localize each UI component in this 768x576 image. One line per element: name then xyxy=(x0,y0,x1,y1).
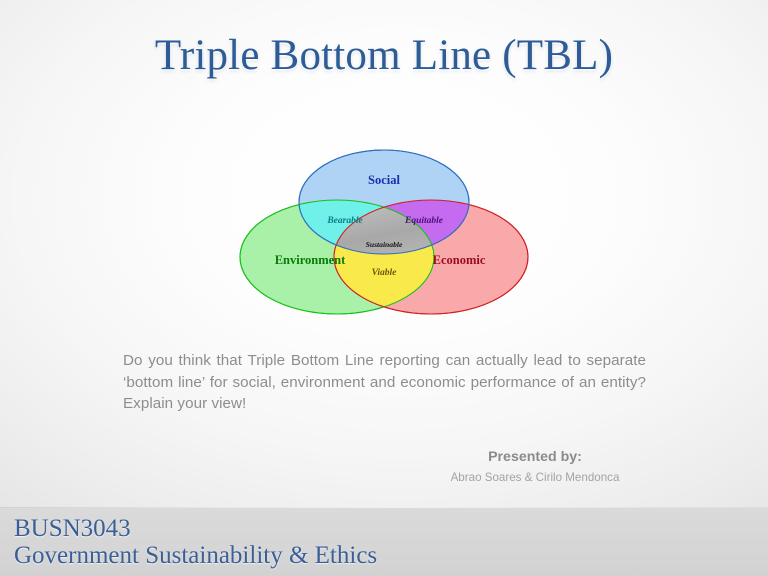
venn-label-environment: Environment xyxy=(275,253,346,267)
venn-label-sustainable: Sustainable xyxy=(366,240,403,249)
presenter-names: Abrao Soares & Cirilo Mendonca xyxy=(450,471,620,484)
footer-divider xyxy=(0,507,768,508)
page-title: Triple Bottom Line (TBL) xyxy=(154,32,614,79)
presented-by-block: Presented by: Abrao Soares & Cirilo Mend… xyxy=(320,448,750,487)
venn-outlines xyxy=(239,149,529,315)
venn-label-viable: Viable xyxy=(372,268,398,278)
venn-label-social: Social xyxy=(368,173,400,187)
venn-label-bearable: Bearable xyxy=(326,216,363,226)
venn-label-economic: Economic xyxy=(433,253,486,267)
triple-bottom-line-venn-diagram: Social Environment Economic Bearable Equ… xyxy=(232,140,536,322)
venn-label-equitable: Equitable xyxy=(404,216,444,226)
venn-diagram-svg: Social Environment Economic Bearable Equ… xyxy=(239,149,529,315)
footer-course-name: Government Sustainability & Ethics xyxy=(14,542,378,569)
question-text: Do you think that Triple Bottom Line rep… xyxy=(123,352,646,412)
presented-by-heading: Presented by: xyxy=(488,449,582,465)
footer-course-code: BUSN3043 xyxy=(14,515,131,542)
footer-band: BUSN3043 Government Sustainability & Eth… xyxy=(0,508,768,576)
